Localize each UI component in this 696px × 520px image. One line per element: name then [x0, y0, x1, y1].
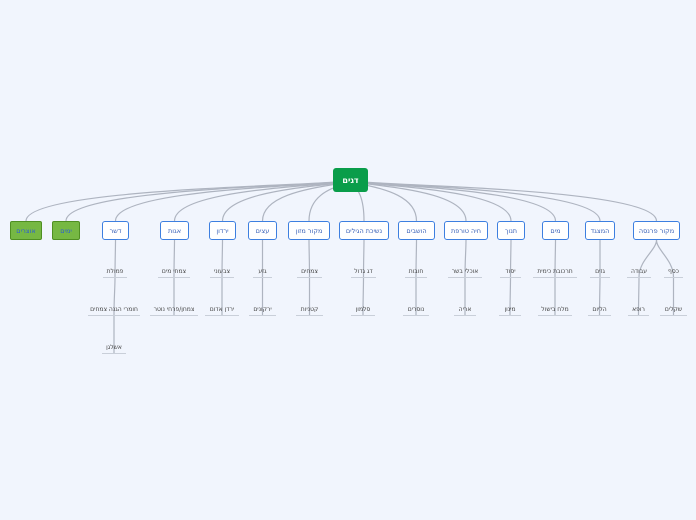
- link-m13-s13c: [655, 239, 675, 278]
- node-shkalim[interactable]: שקלים: [660, 303, 687, 316]
- node-helium[interactable]: הליום: [588, 303, 611, 316]
- link-m3-s3a: [173, 239, 176, 278]
- node-hoshavim[interactable]: הושבים: [398, 221, 435, 240]
- node-tzimchan[interactable]: צמחן/פרחי נוטר: [150, 303, 198, 316]
- node-tanoch[interactable]: תנוך: [497, 221, 525, 240]
- node-yarkonim[interactable]: ירקונים: [249, 303, 276, 316]
- node-rofe[interactable]: רופא: [628, 303, 649, 316]
- node-tzimchei-mayim[interactable]: צמחי מים: [158, 265, 190, 278]
- link-m13-s13a: [638, 239, 658, 278]
- node-tzivoni[interactable]: צבעוני: [210, 265, 234, 278]
- node-geza[interactable]: גזע: [253, 265, 272, 278]
- node-mayim[interactable]: מים: [542, 221, 569, 240]
- node-kesef[interactable]: כסף: [664, 265, 683, 278]
- node-minun[interactable]: מינון: [499, 303, 521, 316]
- node-otzarim[interactable]: אוצרים: [10, 221, 42, 240]
- node-pamolet[interactable]: פמולת: [103, 265, 127, 278]
- node-agot[interactable]: אגות: [160, 221, 189, 240]
- node-deshen[interactable]: דשר: [102, 221, 129, 240]
- node-mekor-mazon[interactable]: מקור מזון: [288, 221, 330, 240]
- node-ashlagan[interactable]: אשלגן: [102, 341, 126, 354]
- link-s7a-s7b: [362, 277, 365, 316]
- node-neshichat[interactable]: נשיכת הגילים: [339, 221, 389, 240]
- link-s10a-s10b: [509, 277, 512, 316]
- node-gazim[interactable]: גזים: [590, 265, 610, 278]
- node-arye[interactable]: אריה: [454, 303, 476, 316]
- link-m7-s7a: [362, 239, 365, 278]
- node-chomrei-hagana[interactable]: חומרי הגנה צמחים: [88, 303, 140, 316]
- link-m2-s2a: [114, 239, 117, 278]
- link-m6-s6a: [308, 239, 311, 278]
- link-m9-s9a: [464, 239, 467, 278]
- link-m10-s10a: [509, 239, 512, 278]
- node-yamim[interactable]: ימים: [52, 221, 80, 240]
- node-tirkovet[interactable]: תרכובת כימית: [533, 265, 577, 278]
- node-ochlei-basar[interactable]: אוכלי בשר: [448, 265, 482, 278]
- link-s2a-s2b: [113, 277, 116, 316]
- node-mekor-parnasa[interactable]: מקור פרנסה: [633, 221, 680, 240]
- link-s13a-s13b: [637, 277, 640, 316]
- root-node[interactable]: דגים: [333, 168, 368, 192]
- link-m4-s4a: [221, 239, 224, 278]
- node-kitniyot[interactable]: קטניות: [296, 303, 323, 316]
- node-avoda[interactable]: עבודה: [627, 265, 651, 278]
- node-dag-gadol[interactable]: דג גדול: [351, 265, 376, 278]
- node-yesod[interactable]: יסוד: [500, 265, 521, 278]
- node-etzim[interactable]: עצים: [248, 221, 277, 240]
- node-chaya-toreft[interactable]: חיה טורפת: [444, 221, 488, 240]
- link-s12a-s12b: [598, 277, 601, 316]
- node-nosrim[interactable]: נוסרים: [403, 303, 429, 316]
- link-m11-s11a: [554, 239, 557, 278]
- node-tzmachim[interactable]: צמחים: [297, 265, 322, 278]
- node-hamatzad[interactable]: המצגד: [585, 221, 615, 240]
- link-m8-s8a: [415, 239, 418, 278]
- node-yarden[interactable]: ירדון: [209, 221, 236, 240]
- node-melach[interactable]: מלח בישול: [538, 303, 572, 316]
- node-yarden-adom[interactable]: ירדן אדום: [205, 303, 239, 316]
- node-chovot[interactable]: חובות: [405, 265, 427, 278]
- node-salmon[interactable]: סלמון: [351, 303, 375, 316]
